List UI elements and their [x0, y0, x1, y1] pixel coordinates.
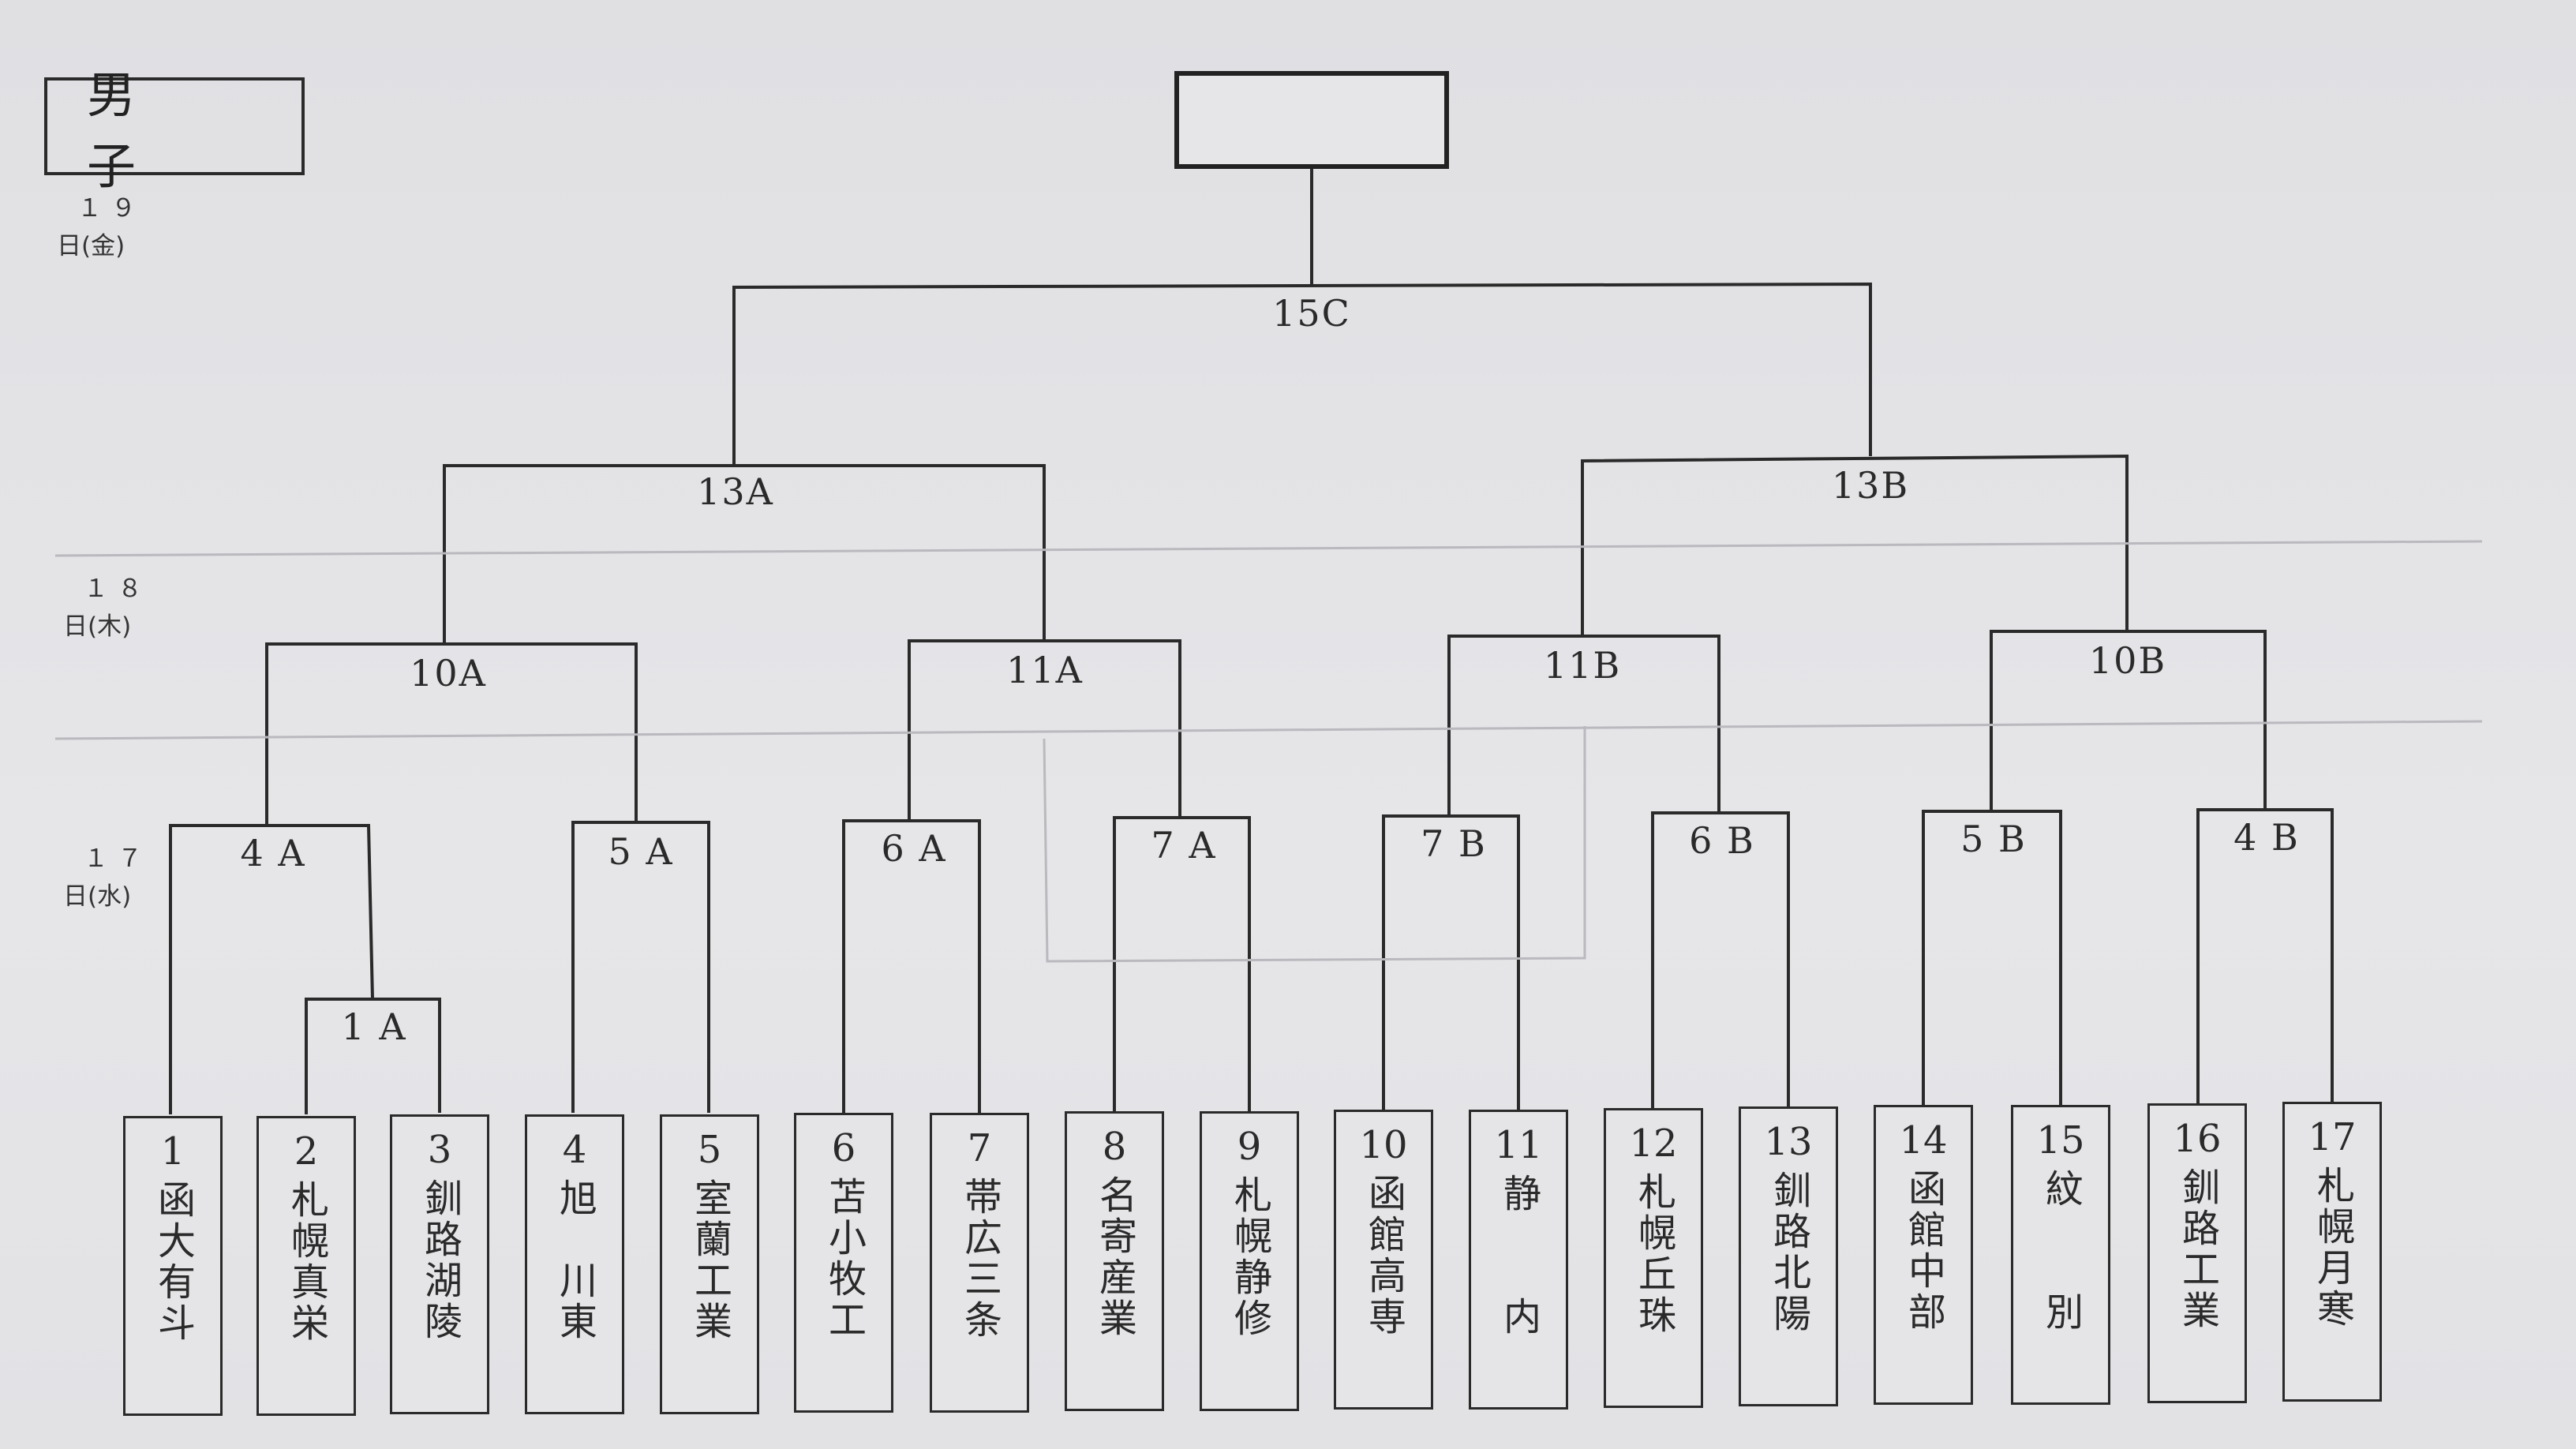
day-date: １８ [84, 575, 152, 603]
bracket-13A [443, 464, 1046, 644]
match-label-1A: 1 A [341, 1005, 407, 1048]
match-label-11A: 11A [1006, 649, 1084, 691]
team-number: 1 [160, 1129, 185, 1174]
team-name: 函館中部 [1901, 1169, 1945, 1333]
team-box: 7 帯広三条 [930, 1113, 1029, 1413]
day-divider-line [54, 720, 2483, 740]
team-box: 10 函館高専 [1334, 1110, 1433, 1410]
team-box: 8 名寄産業 [1065, 1111, 1164, 1411]
team-box: 5 室蘭工業 [660, 1114, 759, 1414]
team-number: 6 [831, 1126, 856, 1170]
team-box: 3 釧路湖陵 [390, 1114, 489, 1414]
bracket-7B [1382, 814, 1520, 1110]
team-number: 11 [1494, 1123, 1543, 1167]
bracket-5A [571, 821, 710, 1113]
match-label-6A: 6 A [881, 827, 947, 870]
bracket-6A [842, 819, 981, 1113]
match-label-10A: 10A [410, 652, 487, 695]
team-number: 8 [1102, 1125, 1127, 1169]
team-name: 札幌静修 [1227, 1175, 1271, 1339]
team-number: 13 [1764, 1120, 1813, 1164]
team-name: 札幌丘珠 [1631, 1172, 1676, 1336]
day-date: １７ [84, 844, 152, 873]
day-label-18: １８ 日(木) [63, 570, 152, 646]
bracket-10A [265, 642, 638, 824]
match-label-15C: 15C [1272, 292, 1351, 335]
bracket-7A [1113, 816, 1251, 1111]
team-name: 名寄産業 [1092, 1175, 1136, 1339]
match-label-5B: 5 B [1960, 818, 2027, 860]
team-number: 2 [294, 1129, 319, 1174]
team-number: 15 [2036, 1118, 2085, 1163]
day-weekday: 日(金) [57, 232, 125, 260]
day-label-17: １７ 日(水) [63, 840, 152, 915]
team-box: 16 釧路工業 [2147, 1103, 2247, 1403]
team-number: 16 [2173, 1117, 2222, 1161]
day-weekday: 日(木) [63, 612, 132, 641]
day-date: １９ [77, 194, 145, 223]
bracket-15C [732, 282, 1872, 466]
team-box: 13 釧路北陽 [1739, 1106, 1838, 1406]
team-box: 11 静 内 [1469, 1110, 1568, 1410]
bracket-4B [2196, 808, 2334, 1105]
team-name: 静 内 [1496, 1174, 1541, 1338]
match-label-13B: 13B [1831, 464, 1910, 507]
bracket-11B [1447, 635, 1720, 816]
bracket-11A [908, 639, 1181, 821]
bracket-5B [1922, 810, 2062, 1105]
day-label-19: １９ 日(金) [57, 189, 145, 265]
match-label-4A: 4 A [240, 832, 306, 874]
team-box: 17 札幌月寒 [2282, 1102, 2382, 1402]
champion-box [1174, 71, 1449, 169]
team-number: 12 [1629, 1121, 1678, 1166]
team-number: 17 [2308, 1115, 2357, 1159]
team-name: 紋 別 [2039, 1169, 2083, 1333]
team-box: 1 函大有斗 [123, 1116, 223, 1416]
team-number: 5 [697, 1128, 722, 1172]
team-name: 函大有斗 [151, 1180, 195, 1344]
team-box: 15 紋 別 [2011, 1105, 2110, 1405]
team-number: 9 [1237, 1125, 1262, 1169]
team-name: 室蘭工業 [687, 1178, 732, 1342]
team-number: 7 [967, 1126, 992, 1170]
bracket-1A [305, 998, 441, 1114]
team-box: 2 札幌真栄 [256, 1116, 356, 1416]
team-number: 10 [1359, 1123, 1408, 1167]
crossover-guide-line [1043, 726, 1586, 963]
team-box: 14 函館中部 [1874, 1105, 1973, 1405]
team-name: 釧路湖陵 [417, 1178, 462, 1342]
team-name: 旭 川東 [552, 1178, 597, 1342]
team-name: 札幌月寒 [2310, 1166, 2354, 1330]
team-name: 帯広三条 [957, 1177, 1002, 1341]
bracket-6B [1651, 811, 1790, 1108]
day-divider-line [54, 540, 2483, 557]
team-number: 3 [427, 1128, 452, 1172]
match-label-7A: 7 A [1151, 824, 1217, 867]
team-name: 函館高専 [1361, 1174, 1406, 1338]
match-label-10B: 10B [2088, 639, 2167, 682]
category-title: 男 子 [44, 66, 305, 195]
team-name: 釧路工業 [2175, 1167, 2219, 1331]
match-label-7B: 7 B [1421, 822, 1487, 865]
team-box: 6 苫小牧工 [794, 1113, 893, 1413]
match-label-4B: 4 B [2233, 816, 2300, 859]
day-weekday: 日(水) [63, 882, 132, 911]
team-box: 12 札幌丘珠 [1604, 1108, 1703, 1408]
bracket-4A [169, 824, 374, 1114]
team-name: 苫小牧工 [822, 1177, 866, 1341]
match-label-11B: 11B [1543, 644, 1622, 687]
bracket-10B [1990, 630, 2267, 811]
match-label-6B: 6 B [1689, 819, 1755, 862]
team-box: 9 札幌静修 [1200, 1111, 1299, 1411]
match-label-5A: 5 A [608, 830, 674, 873]
team-box: 4 旭 川東 [525, 1114, 624, 1414]
team-number: 14 [1899, 1118, 1948, 1163]
team-name: 札幌真栄 [284, 1180, 328, 1344]
match-label-13A: 13A [697, 470, 774, 513]
team-name: 釧路北陽 [1766, 1170, 1810, 1335]
team-number: 4 [562, 1128, 587, 1172]
